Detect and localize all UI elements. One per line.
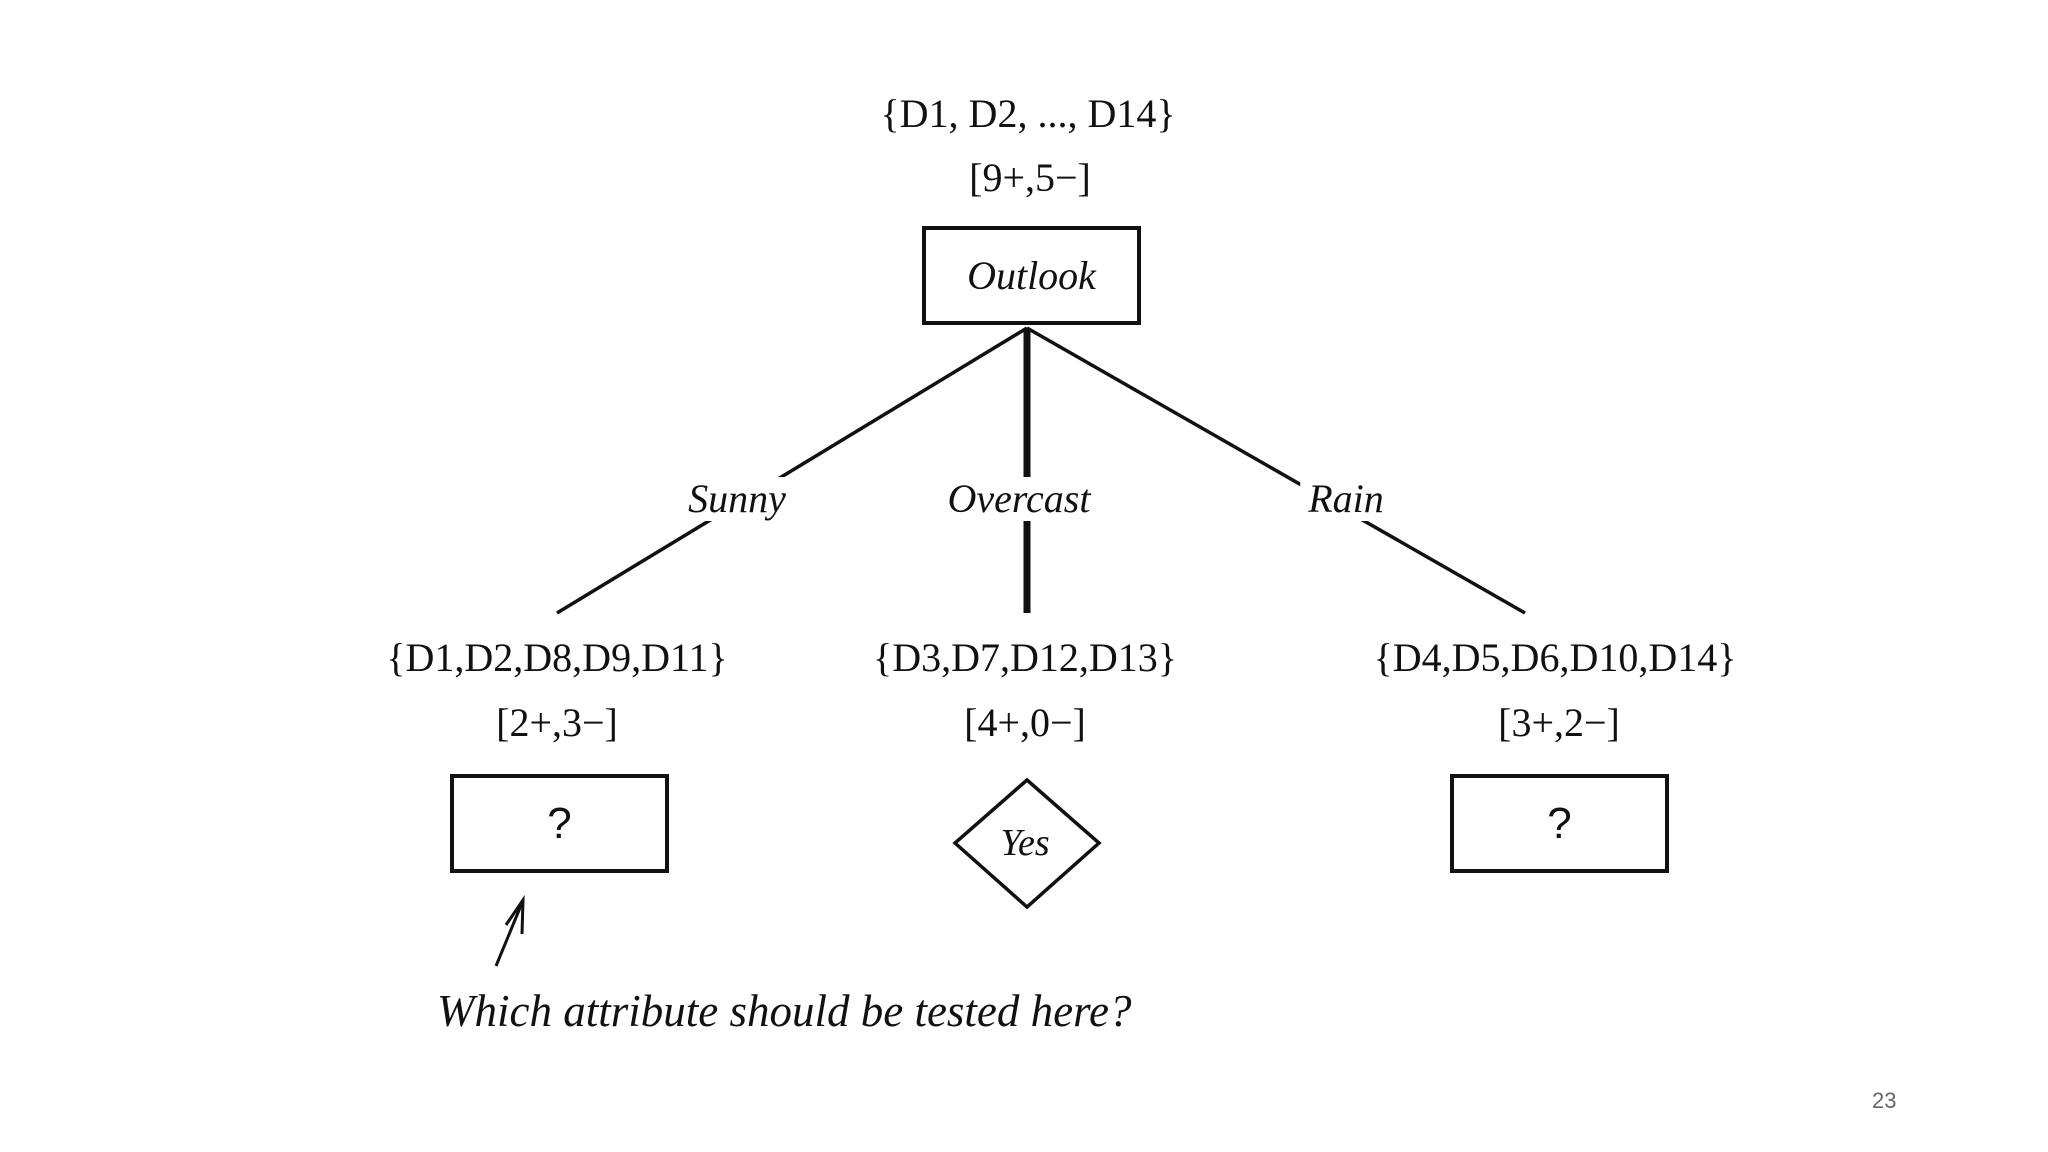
edge-sunny	[556, 326, 1028, 615]
sunny-leaf-node: ?	[450, 774, 669, 873]
branch-label-sunny: Sunny	[680, 477, 794, 521]
leaf-yes-diamond	[952, 777, 1102, 910]
sunny-counts: [2+,3−]	[496, 700, 618, 745]
root-node-label: Outlook	[967, 253, 1096, 298]
edge-rain	[1026, 326, 1526, 615]
overcast-set: {D3,D7,D12,D13}	[873, 635, 1177, 680]
overcast-leaf-label: Yes	[1000, 822, 1050, 864]
rain-leaf-label: ?	[1547, 798, 1572, 848]
branch-label-rain: Rain	[1300, 477, 1392, 521]
root-node-outlook: Outlook	[922, 226, 1141, 325]
sunny-set: {D1,D2,D8,D9,D11}	[386, 635, 728, 680]
annotation-question: Which attribute should be tested here?	[437, 986, 1132, 1036]
overcast-counts: [4+,0−]	[964, 700, 1086, 745]
branch-label-overcast: Overcast	[939, 477, 1099, 521]
page-number: 23	[1872, 1088, 1897, 1113]
rain-leaf-node: ?	[1450, 774, 1669, 873]
rain-set: {D4,D5,D6,D10,D14}	[1373, 635, 1737, 680]
sunny-leaf-label: ?	[547, 798, 572, 848]
root-set: {D1, D2, ..., D14}	[880, 91, 1176, 136]
arrow-icon	[494, 894, 525, 967]
rain-counts: [3+,2−]	[1498, 700, 1620, 745]
root-counts: [9+,5−]	[969, 155, 1091, 200]
